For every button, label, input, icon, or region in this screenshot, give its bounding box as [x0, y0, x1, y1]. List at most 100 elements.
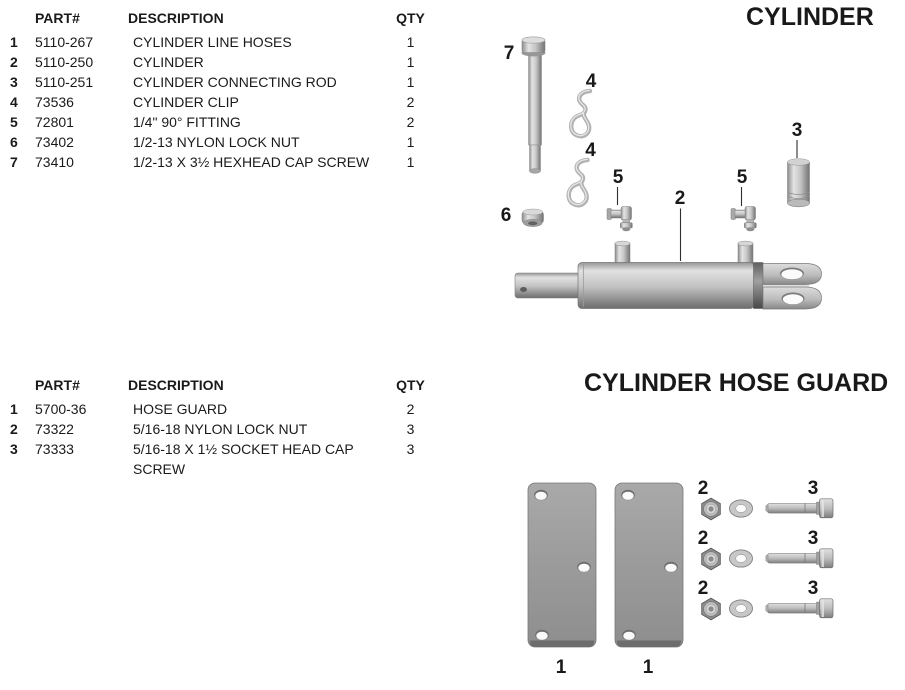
table-row: 6 73402 1/2-13 NYLON LOCK NUT 1 — [10, 132, 438, 152]
cylinder-diagram: 7 4 4 6 5 5 — [501, 36, 822, 310]
cylinder-port — [737, 240, 754, 265]
row-description: 5/16-18 X 1½ SOCKET HEAD CAP SCREW — [133, 441, 354, 477]
clevis-slot — [763, 282, 809, 289]
row-num: 3 — [10, 441, 18, 457]
row-part: 73536 — [35, 94, 74, 110]
table-row: 1 5110-267 CYLINDER LINE HOSES 1 — [10, 32, 438, 52]
row-part: 5700-36 — [35, 401, 87, 417]
table-row: 4 73536 CYLINDER CLIP 2 — [10, 92, 438, 112]
row-num: 7 — [10, 154, 18, 170]
clevis-hole — [781, 269, 803, 280]
row-description: 5/16-18 NYLON LOCK NUT — [133, 421, 308, 437]
cylinder-port — [614, 240, 631, 265]
hose-guard-plate-illustration — [527, 482, 597, 648]
row-qty: 1 — [406, 154, 415, 170]
elbow-fitting-illustration — [606, 206, 633, 232]
row-num: 6 — [10, 134, 18, 150]
callout-6: 6 — [501, 205, 512, 226]
hexhead-cap-screw-illustration — [521, 36, 546, 174]
row-qty: 1 — [406, 54, 415, 70]
callout-5-right: 5 — [737, 167, 748, 188]
clevis-hole — [782, 294, 804, 305]
row-description: CYLINDER — [133, 54, 204, 70]
cylinder-body-illustration — [514, 240, 822, 310]
row-num: 4 — [10, 94, 18, 110]
row-part: 5110-251 — [35, 74, 94, 90]
elbow-fitting-illustration-2 — [730, 206, 757, 232]
nylon-lock-nut-illustration — [521, 208, 544, 227]
cylinder-section-title: CYLINDER — [746, 3, 874, 31]
row-description: 1/2-13 X 3½ HEXHEAD CAP SCREW — [133, 154, 370, 170]
header-part: PART# — [35, 10, 80, 26]
row-description: CYLINDER LINE HOSES — [133, 34, 292, 50]
row-qty: 1 — [406, 74, 415, 90]
cylinder-collar — [753, 262, 764, 309]
callout-2-nut: 2 — [698, 478, 709, 499]
row-num: 1 — [10, 401, 18, 417]
cylinder-rod — [514, 272, 582, 299]
table-row: 3 5110-251 CYLINDER CONNECTING ROD 1 — [10, 72, 438, 92]
table-header-row: PART# DESCRIPTION QTY — [10, 375, 438, 395]
row-num: 2 — [10, 421, 18, 437]
row-qty: 2 — [406, 401, 415, 417]
row-qty: 2 — [406, 114, 415, 130]
row-num: 3 — [10, 74, 18, 90]
bushing-illustration — [787, 158, 810, 208]
hose-guard-diagram: 1 1 2 3 — [527, 478, 834, 678]
row-qty: 1 — [406, 34, 415, 50]
hose-guard-plate-illustration-2 — [614, 482, 684, 648]
row-qty: 2 — [406, 94, 415, 110]
cylinder-clip-illustration — [569, 88, 593, 139]
callout-5-left: 5 — [613, 167, 624, 188]
table-header-row: PART# DESCRIPTION QTY — [10, 8, 438, 28]
hose-guard-parts-table: PART# DESCRIPTION QTY 1 5700-36 HOSE GUA… — [10, 375, 438, 479]
header-description: DESCRIPTION — [128, 377, 224, 393]
row-part: 73410 — [35, 154, 74, 170]
washer-illustration — [729, 499, 753, 518]
header-qty: QTY — [396, 10, 425, 26]
row-part: 73402 — [35, 134, 74, 150]
row-qty: 3 — [406, 441, 415, 457]
row-part: 5110-250 — [35, 54, 94, 70]
rod-hole — [520, 287, 527, 292]
callout-1-left: 1 — [556, 657, 567, 678]
header-description: DESCRIPTION — [128, 10, 224, 26]
cap-screw-illustration — [765, 498, 834, 519]
hardware-row-illustration-2 — [697, 527, 834, 571]
table-row: 1 5700-36 HOSE GUARD 2 — [10, 399, 438, 419]
table-row: 2 5110-250 CYLINDER 1 — [10, 52, 438, 72]
row-part: 73322 — [35, 421, 74, 437]
callout-1-right: 1 — [643, 657, 654, 678]
row-qty: 3 — [406, 421, 415, 437]
row-qty: 1 — [406, 134, 415, 150]
row-description: HOSE GUARD — [133, 401, 228, 417]
callout-4-bottom: 4 — [585, 140, 596, 161]
table-row: 5 72801 1/4" 90° FITTING 2 — [10, 112, 438, 132]
callout-3-screw: 3 — [808, 478, 819, 499]
cylinder-barrel — [577, 262, 755, 309]
row-num: 2 — [10, 54, 18, 70]
hardware-row-illustration-3 — [697, 577, 834, 621]
hose-guard-section-title: CYLINDER HOSE GUARD — [584, 369, 889, 397]
table-row: 2 73322 5/16-18 NYLON LOCK NUT 3 — [10, 419, 438, 439]
row-description: 1/4" 90° FITTING — [133, 114, 241, 130]
row-part: 73333 — [35, 441, 74, 457]
lock-nut-illustration — [701, 497, 721, 521]
row-part: 5110-267 — [35, 34, 94, 50]
header-part: PART# — [35, 377, 80, 393]
row-num: 5 — [10, 114, 18, 130]
row-part: 72801 — [35, 114, 74, 130]
callout-4-top: 4 — [586, 71, 597, 92]
row-description: 1/2-13 NYLON LOCK NUT — [133, 134, 300, 150]
row-description: CYLINDER CLIP — [133, 94, 239, 110]
row-description: CYLINDER CONNECTING ROD — [133, 74, 337, 90]
row-num: 1 — [10, 34, 18, 50]
cylinder-clip-illustration-2 — [568, 159, 587, 205]
callout-2: 2 — [675, 188, 686, 209]
table-row: 3 73333 5/16-18 X 1½ SOCKET HEAD CAP SCR… — [10, 439, 438, 479]
cylinder-parts-table: PART# DESCRIPTION QTY 1 5110-267 CYLINDE… — [10, 8, 438, 172]
callout-7: 7 — [504, 43, 515, 64]
hardware-row-illustration: 2 3 — [698, 478, 834, 521]
header-qty: QTY — [396, 377, 425, 393]
